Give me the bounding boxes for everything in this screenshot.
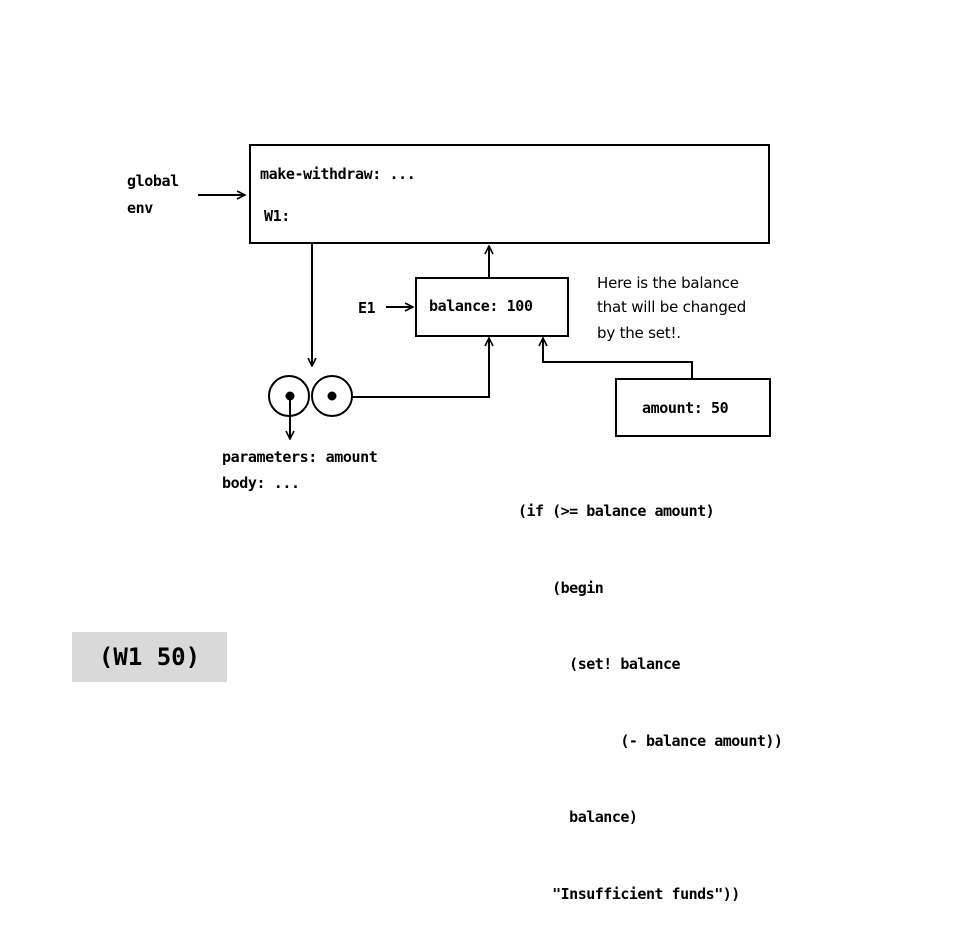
procedure-body-code: (if (>= balance amount) (begin (set! bal… — [518, 448, 783, 933]
balance-note-line3: by the set!. — [597, 324, 681, 342]
global-env-label-line2: env — [127, 199, 153, 217]
procedure-parameters: parameters: amount — [222, 448, 378, 466]
code-line: (if (>= balance amount) — [518, 502, 715, 520]
procedure-env-arrow — [349, 338, 489, 398]
make-withdraw-binding: make-withdraw: ... — [260, 165, 416, 183]
balance-note-line1: Here is the balance — [597, 274, 739, 292]
global-env-label-line1: global — [127, 172, 179, 190]
diagram-wires — [198, 0, 693, 720]
amount-frame-parent-arrow — [543, 338, 693, 379]
amount-binding: amount: 50 — [642, 399, 729, 417]
e1-frame: balance: 100 — [415, 277, 569, 337]
code-line: (- balance amount)) — [518, 731, 783, 750]
code-line: "Insufficient funds")) — [518, 884, 740, 903]
expression-caption: (W1 50) — [72, 632, 227, 682]
amount-frame: amount: 50 — [615, 378, 771, 437]
global-env-frame: make-withdraw: ... W1: — [249, 144, 770, 244]
procedure-env-dot — [327, 391, 337, 401]
code-line: (begin — [518, 578, 604, 597]
procedure-body: body: ... — [222, 474, 300, 492]
w1-binding: W1: — [264, 207, 290, 225]
balance-binding: balance: 100 — [429, 297, 533, 315]
balance-note-line2: that will be changed — [597, 298, 747, 316]
e1-label: E1 — [358, 299, 376, 317]
code-line: (set! balance — [518, 655, 681, 673]
code-line: balance) — [518, 808, 638, 826]
